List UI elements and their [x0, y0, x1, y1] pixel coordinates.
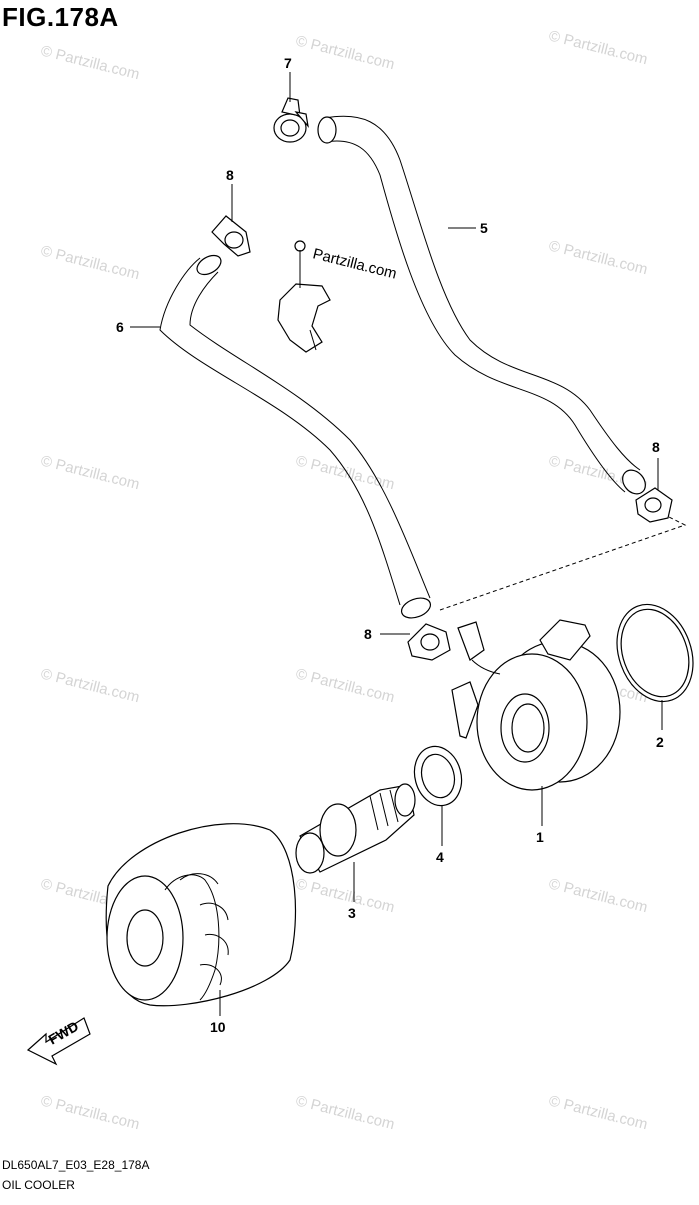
- bracket: [277, 240, 331, 353]
- hose-6-end: [196, 254, 222, 276]
- figure-title: FIG.178A: [2, 2, 119, 32]
- watermark: © Partzilla.com: [547, 1092, 649, 1133]
- hose-5-end: [317, 116, 337, 144]
- watermark: © Partzilla.com: [294, 32, 396, 73]
- watermark: © Partzilla.com: [294, 665, 396, 706]
- leader-lines: [130, 72, 663, 1016]
- hose-5: [317, 115, 646, 495]
- clamp-7: [273, 97, 309, 143]
- callout-7: 7: [284, 55, 292, 71]
- watermark-main: Partzilla.com: [311, 245, 398, 282]
- watermark: © Partzilla.com: [39, 665, 141, 706]
- callout-4: 4: [436, 849, 444, 865]
- callout-1: 1: [536, 829, 544, 845]
- fwd-arrow: FWD: [26, 1017, 91, 1066]
- callout-8: 8: [364, 626, 372, 642]
- callout-10: 10: [210, 1019, 226, 1035]
- clamp-8-top: [211, 215, 251, 257]
- hose-6-end: [400, 597, 432, 619]
- watermark: © Partzilla.com: [39, 42, 141, 83]
- callout-8: 8: [226, 167, 234, 183]
- watermark: © Partzilla.com: [39, 452, 141, 493]
- watermark: © Partzilla.com: [39, 1092, 141, 1133]
- watermark: © Partzilla.com: [294, 1092, 396, 1133]
- watermark: © Partzilla.com: [547, 237, 649, 278]
- hose-6: [159, 254, 432, 619]
- callout-3: 3: [348, 905, 356, 921]
- o-ring-2: [616, 603, 694, 703]
- connection-line: [439, 509, 687, 611]
- washer-4: [413, 745, 463, 807]
- clamp-8-right: [635, 487, 673, 523]
- watermark: © Partzilla.com: [39, 242, 141, 283]
- union-bolt-3: [295, 783, 416, 874]
- hose-5-end: [622, 469, 646, 495]
- callout-labels: 7 8 5 6 8 8 2 1 4 3 10: [116, 55, 664, 1035]
- clamp-8-lower: [407, 623, 451, 661]
- watermark: © Partzilla.com: [547, 27, 649, 68]
- figure-code: DL650AL7_E03_E28_178A: [2, 1158, 150, 1172]
- callout-6: 6: [116, 319, 124, 335]
- callout-5: 5: [480, 220, 488, 236]
- watermark: © Partzilla.com: [294, 875, 396, 916]
- callout-2: 2: [656, 734, 664, 750]
- watermark: © Partzilla.com: [547, 875, 649, 916]
- oil-filter-10: [105, 823, 297, 1007]
- figure-name: OIL COOLER: [2, 1178, 75, 1192]
- oil-cooler-1: [451, 619, 621, 791]
- callout-8: 8: [652, 439, 660, 455]
